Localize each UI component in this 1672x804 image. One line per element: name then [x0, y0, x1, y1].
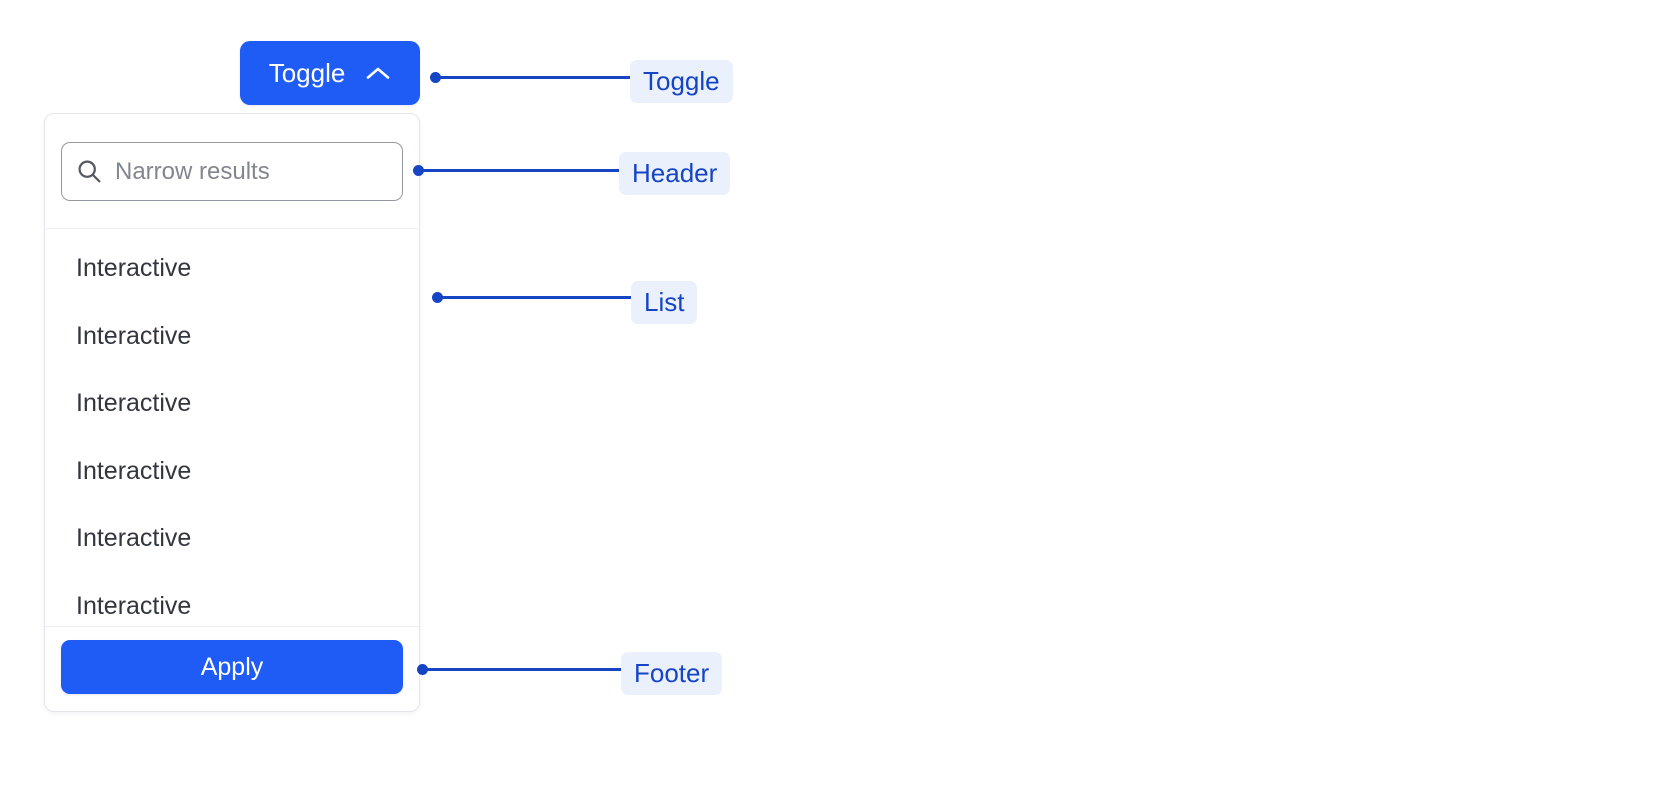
list-item[interactable]: Interactive [45, 438, 419, 506]
annotation-line-footer [427, 668, 621, 671]
list-item[interactable]: Interactive [45, 370, 419, 438]
search-icon [76, 158, 103, 185]
annotation-line-toggle [440, 76, 630, 79]
apply-button[interactable]: Apply [61, 640, 403, 694]
dropdown-panel: Interactive Interactive Interactive Inte… [44, 113, 420, 712]
search-field[interactable] [61, 142, 419, 201]
annotation-dot-footer [417, 664, 428, 675]
chevron-up-icon [365, 65, 391, 81]
list-item-label: Interactive [76, 321, 192, 350]
list-item-label: Interactive [76, 591, 192, 620]
annotation-dot-toggle [430, 72, 441, 83]
list-item[interactable]: Interactive [45, 303, 419, 371]
annotation-label-toggle: Toggle [630, 60, 733, 103]
search-input[interactable] [115, 157, 419, 186]
list-item[interactable]: Interactive [45, 505, 419, 573]
list-item-label: Interactive [76, 524, 192, 553]
list-item[interactable]: Interactive [45, 573, 419, 627]
annotation-label-list: List [631, 281, 698, 324]
list-item-label: Interactive [76, 456, 192, 485]
dropdown-header [45, 114, 419, 229]
annotation-line-list [442, 296, 631, 299]
dropdown-footer: Apply [45, 626, 419, 711]
annotation-dot-header [413, 165, 424, 176]
list-item[interactable]: Interactive [45, 235, 419, 303]
toggle-button-label: Toggle [268, 58, 346, 88]
annotation-label-footer: Footer [621, 652, 723, 695]
annotation-label-header: Header [619, 152, 731, 195]
list-item-label: Interactive [76, 254, 192, 283]
list-item-label: Interactive [76, 389, 192, 418]
annotation-dot-list [432, 292, 443, 303]
toggle-button[interactable]: Toggle [240, 41, 420, 105]
annotation-line-header [423, 169, 619, 172]
dropdown-list: Interactive Interactive Interactive Inte… [45, 229, 419, 626]
